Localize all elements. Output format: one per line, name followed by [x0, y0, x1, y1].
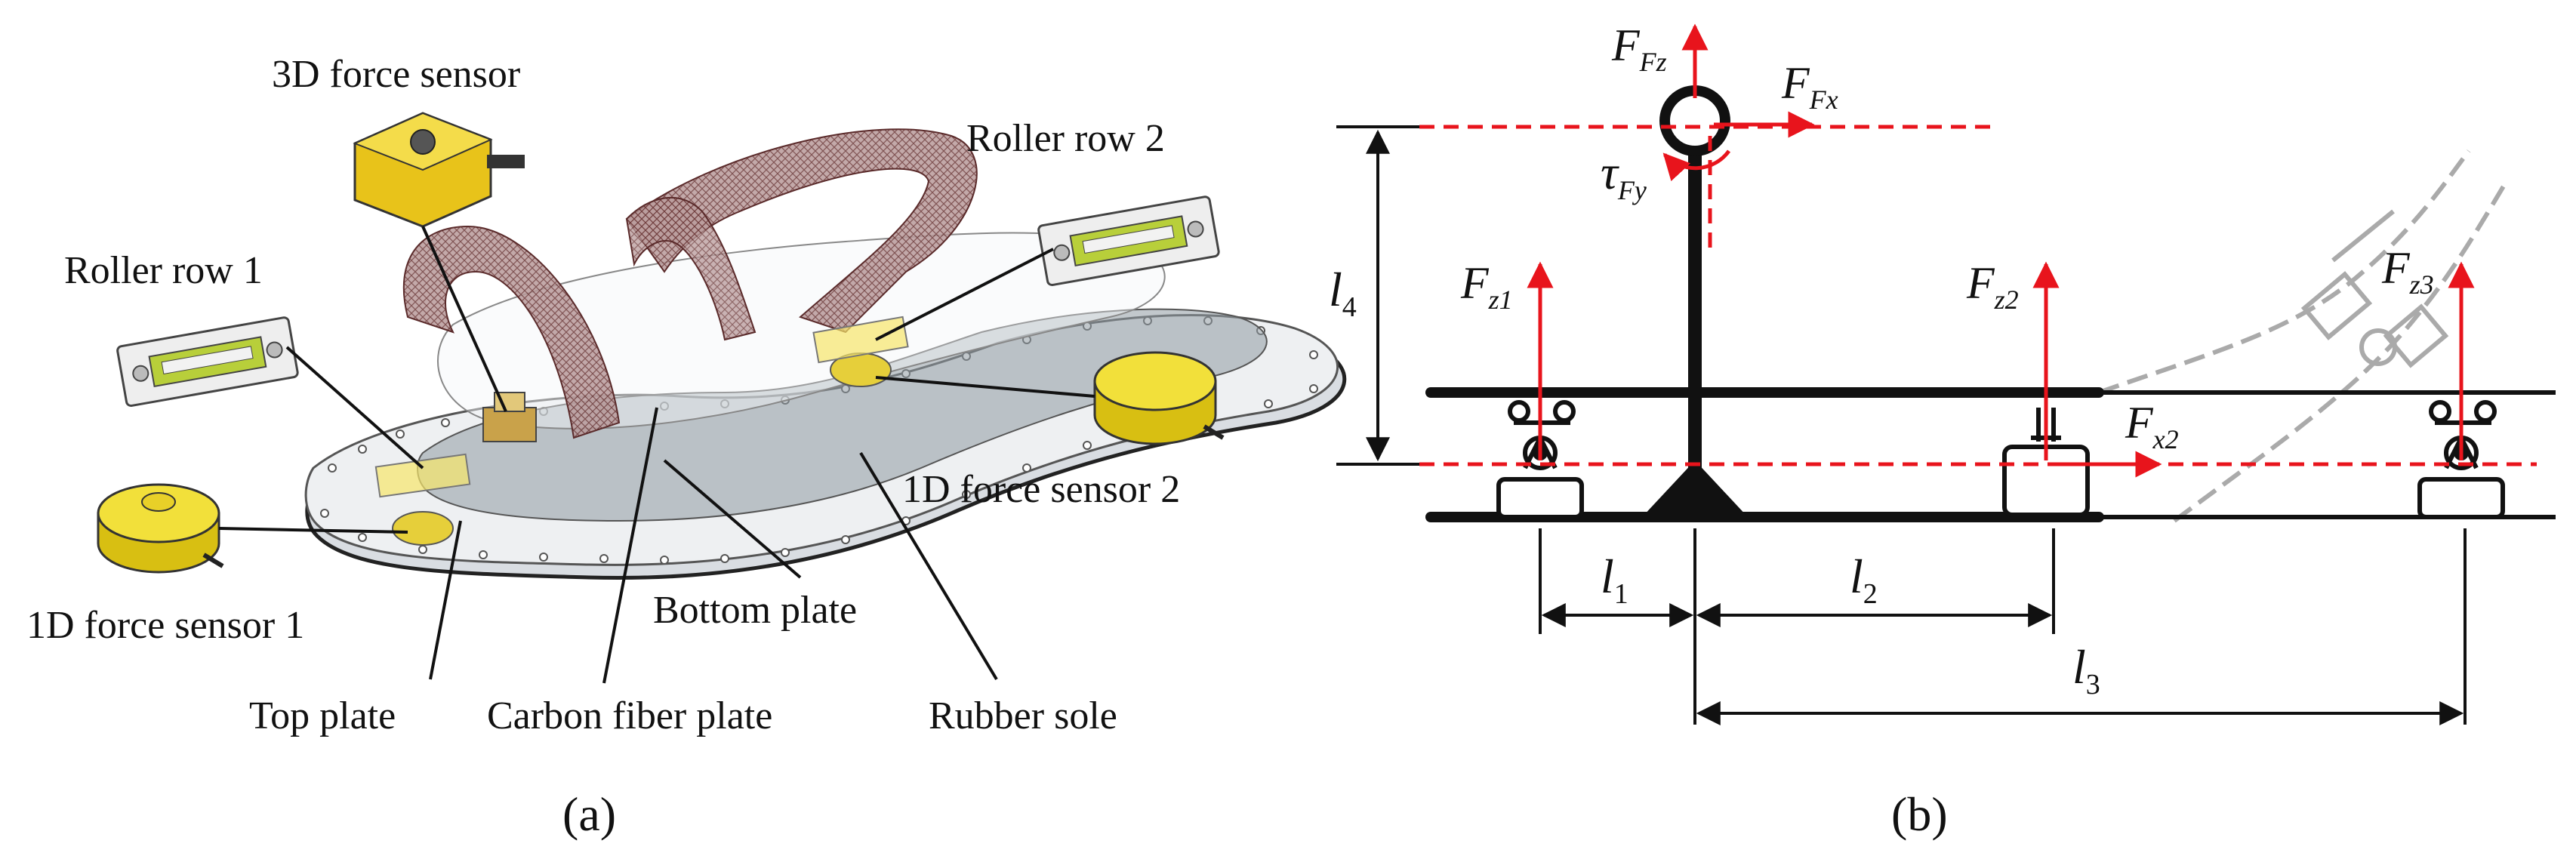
label-fz-main: FFz [1611, 20, 1667, 77]
caption-b: (b) [1891, 787, 1948, 841]
label-roller-row-1: Roller row 1 [64, 249, 263, 292]
central-base [1642, 460, 1748, 517]
caption-a: (a) [562, 787, 616, 841]
heel-sensor-mount [482, 392, 537, 442]
label-1d-force-sensor-2: 1D force sensor 2 [902, 468, 1180, 511]
roller-row-1-part [116, 316, 299, 408]
roller-row-1-schematic [1496, 400, 1584, 519]
label-l4: l4 [1329, 263, 1357, 323]
label-l1: l1 [1601, 550, 1628, 610]
embedded-sensor-1 [392, 511, 454, 546]
3d-sensor-ring [1659, 85, 1730, 156]
panel-b: FFz FFx τFy Fz1 Fz2 Fz3 Fx2 l4 l1 l2 l3 … [1329, 20, 2556, 841]
label-rubber-sole: Rubber sole [929, 694, 1117, 737]
front-strap [625, 128, 978, 334]
label-fz1: Fz1 [1460, 258, 1513, 315]
label-tau: τFy [1601, 146, 1647, 205]
top-plate-shape [437, 232, 1166, 429]
arrow-tau [1662, 149, 1731, 182]
1d-force-sensor-2-part [1093, 351, 1225, 445]
1d-force-sensor-1-part [97, 483, 224, 574]
forefoot-strap [625, 196, 756, 341]
label-fz2: Fz2 [1966, 258, 2019, 315]
label-carbon-fiber-plate: Carbon fiber plate [487, 694, 772, 737]
label-l2: l2 [1850, 550, 1878, 610]
label-fx-main: FFx [1781, 58, 1838, 115]
embedded-roller-1 [374, 453, 471, 498]
label-fx2: Fx2 [2125, 398, 2179, 454]
roller-row-2-schematic [2417, 400, 2505, 519]
embedded-roller-2 [812, 316, 909, 364]
heel-strap [402, 225, 621, 439]
label-fz3: Fz3 [2381, 243, 2434, 300]
label-3d-force-sensor: 3D force sensor [272, 53, 520, 96]
ghost-rollers [2300, 209, 2449, 368]
label-1d-force-sensor-1: 1D force sensor 1 [26, 604, 304, 647]
label-l3: l3 [2072, 640, 2100, 700]
label-bottom-plate: Bottom plate [653, 589, 857, 632]
force-arrows [1527, 23, 2475, 478]
leader-lines [218, 226, 1095, 684]
3d-force-sensor [353, 112, 525, 228]
roller-row-2-part [1037, 195, 1220, 287]
label-top-plate: Top plate [249, 694, 396, 737]
dimension-lines [1336, 125, 2467, 725]
label-roller-row-2: Roller row 2 [966, 117, 1165, 160]
carbon-fiber-plate-shape [417, 308, 1268, 522]
ghost-foot [2097, 149, 2509, 523]
panel-a: 3D force sensor Roller row 1 Roller row … [26, 53, 1347, 841]
